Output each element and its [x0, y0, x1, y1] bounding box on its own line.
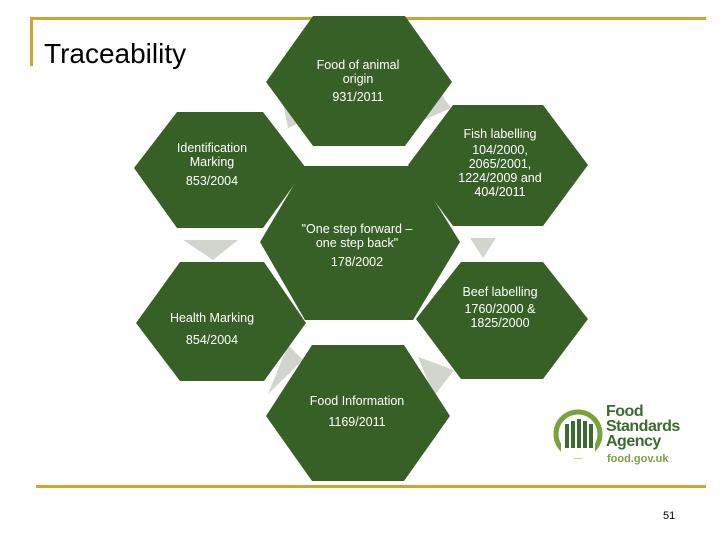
- fsa-logo: Food Standards Agency food.gov.uk: [552, 404, 682, 470]
- logo-line: Standards: [606, 418, 680, 435]
- label-line: Food Information: [309, 394, 405, 408]
- hexagon-bottom-left: [136, 262, 306, 381]
- label-line: Health Marking: [169, 311, 255, 325]
- label-line: 178/2002: [330, 255, 384, 269]
- hexagon-label-top-left: Identification Marking 853/2004: [152, 141, 272, 188]
- page-number: 51: [663, 510, 676, 522]
- hexagon-bottom-right: [416, 262, 588, 379]
- label-line: 104/2000,: [472, 143, 528, 157]
- label-line: one step back": [315, 236, 399, 250]
- label-line: Food of animal: [316, 58, 400, 72]
- hexagon-label-bottom-right: Beef labelling 1760/2000 & 1825/2000: [440, 285, 560, 330]
- fsa-emblem-icon: [553, 409, 603, 459]
- label-line: 854/2004: [185, 333, 239, 347]
- label-line: 853/2004: [185, 174, 239, 188]
- label-line: 1760/2000 &: [464, 302, 536, 316]
- hexagon-label-bottom-left: Health Marking 854/2004: [152, 311, 272, 347]
- connector-bottom-left-to-top-left: [183, 240, 238, 260]
- label-line: 404/2011: [474, 185, 526, 199]
- slide-title: Traceability: [44, 38, 187, 69]
- hexagon-center: [260, 166, 460, 320]
- connector-bottom-to-bottom-left: [268, 345, 303, 394]
- connector-bottom-right-to-bottom: [418, 357, 454, 396]
- hexagon-bottom: [266, 345, 450, 481]
- fsa-logo-name: Food Standards Agency: [606, 403, 680, 450]
- label-line: 931/2011: [332, 90, 384, 104]
- label-line: Fish labelling: [463, 127, 537, 141]
- label-line: Beef labelling: [462, 285, 538, 299]
- hexagon-label-center: "One step forward – one step back" 178/2…: [282, 222, 432, 269]
- label-line: Marking: [189, 155, 235, 169]
- hexagon-label-bottom: Food Information 1169/2011: [297, 394, 417, 429]
- logo-line: Agency: [606, 433, 661, 450]
- hexagon-top-left: [134, 112, 306, 228]
- hexagon-top-right: [408, 105, 588, 226]
- label-line: 1825/2000: [470, 316, 530, 330]
- logo-line: Food: [606, 403, 644, 420]
- fsa-logo-url: food.gov.uk: [607, 453, 669, 465]
- label-line: 1224/2009 and: [458, 171, 542, 185]
- label-line: "One step forward –: [301, 222, 413, 236]
- label-line: 1169/2011: [328, 415, 386, 429]
- label-line: Identification: [176, 141, 248, 155]
- label-line: 2065/2001,: [468, 157, 532, 171]
- hexagon-label-top-right: Fish labelling 104/2000, 2065/2001, 1224…: [440, 127, 560, 199]
- hexagon-label-top: Food of animal origin 931/2011: [298, 58, 418, 104]
- label-line: origin: [342, 72, 374, 86]
- connector-top-right-to-bottom-right: [470, 238, 496, 258]
- hexagon-top: [266, 16, 452, 146]
